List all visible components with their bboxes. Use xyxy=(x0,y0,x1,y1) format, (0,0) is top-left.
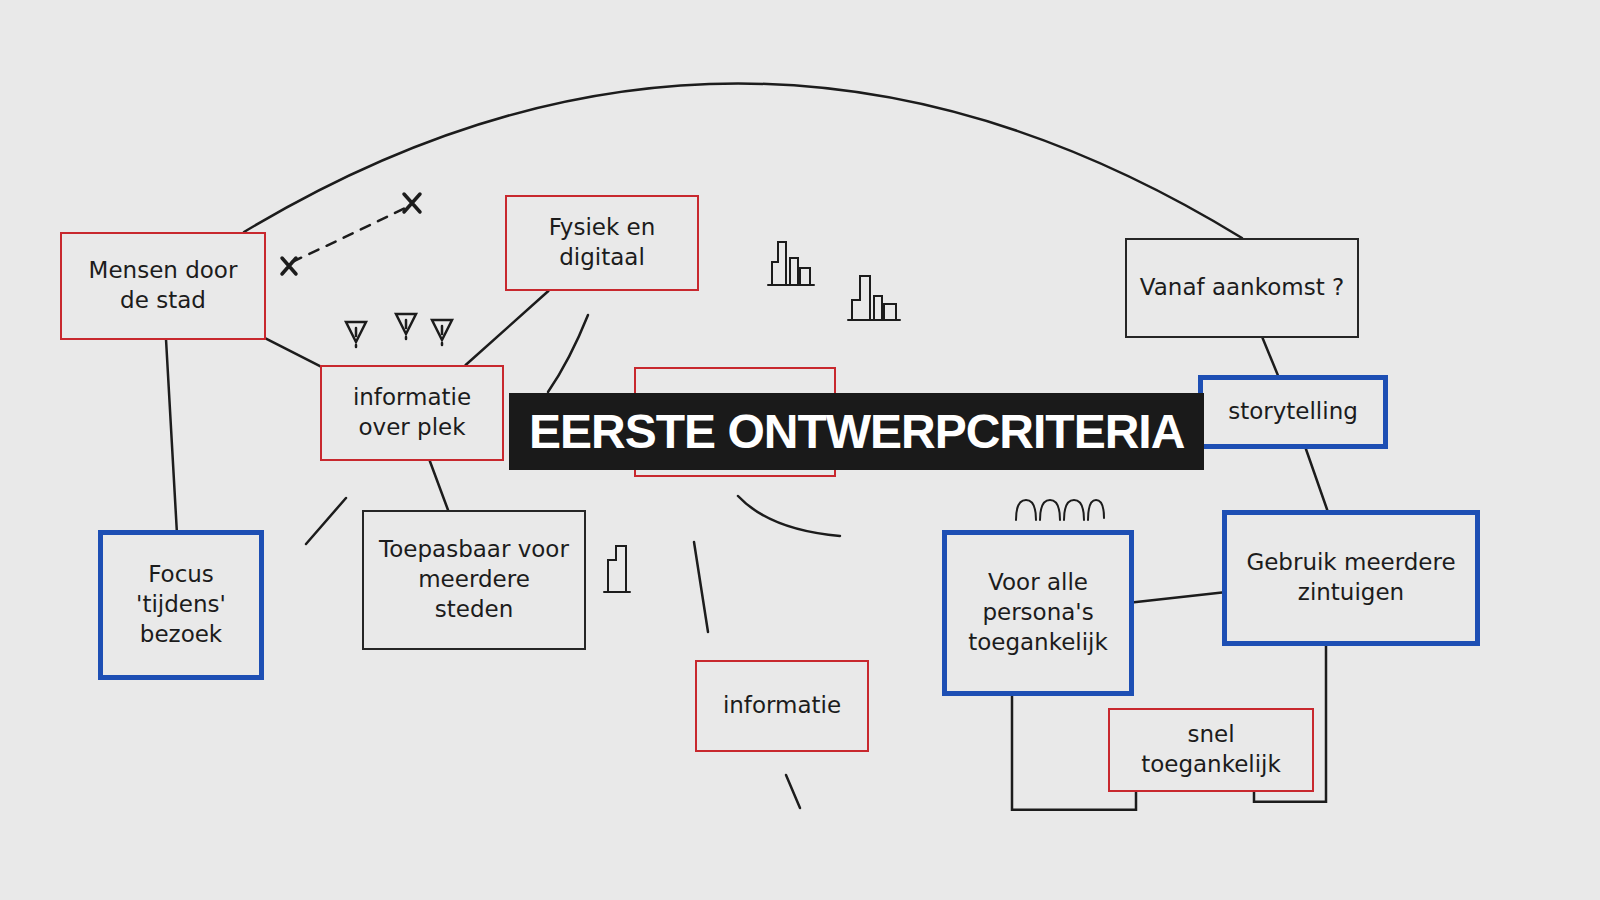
title: EERSTE ONTWERPCRITERIA xyxy=(529,404,1184,459)
sketch-line xyxy=(786,775,800,808)
blue-box: Focus 'tijdens' bezoek xyxy=(98,530,264,680)
red-box: informatie xyxy=(695,660,869,752)
box-text: Voor alle persona's toegankelijk xyxy=(959,568,1117,658)
box-text: Mensen door de stad xyxy=(74,256,252,316)
cross-mark xyxy=(282,258,296,274)
dashed-line xyxy=(292,208,405,262)
connector-line xyxy=(266,339,320,367)
blue-box: Voor alle persona's toegankelijk xyxy=(942,530,1134,696)
box-text: informatie over plek xyxy=(334,383,490,443)
sketch-line xyxy=(694,542,708,632)
warning-marks xyxy=(346,314,452,347)
red-box: Fysiek en digitaal xyxy=(505,195,699,291)
connector-line xyxy=(466,291,549,365)
black-box: Vanaf aankomst ? xyxy=(1125,238,1359,338)
sketch-line xyxy=(548,315,588,392)
connector-line xyxy=(244,83,1242,238)
connector-line xyxy=(1306,449,1327,510)
box-text: snel toegankelijk xyxy=(1122,720,1300,780)
people-doodle xyxy=(1016,500,1104,520)
box-text: Toepasbaar voor meerdere steden xyxy=(376,535,572,625)
box-text: Fysiek en digitaal xyxy=(519,213,685,273)
black-box: Toepasbaar voor meerdere steden xyxy=(362,510,586,650)
box-text: Vanaf aankomst ? xyxy=(1140,273,1344,303)
red-box: snel toegankelijk xyxy=(1108,708,1314,792)
blue-box: Gebruik meerdere zintuigen xyxy=(1222,510,1480,646)
red-box: Mensen door de stad xyxy=(60,232,266,340)
sketch-line xyxy=(306,498,346,544)
cross-mark xyxy=(404,194,420,212)
connector-line xyxy=(1263,338,1278,375)
box-text: informatie xyxy=(723,691,841,721)
blue-box: storytelling xyxy=(1198,375,1388,449)
red-box: informatie over plek xyxy=(320,365,504,461)
sketch-line xyxy=(738,496,840,536)
connector-line xyxy=(430,461,448,510)
box-text: Focus 'tijdens' bezoek xyxy=(115,560,247,650)
title-banner: EERSTE ONTWERPCRITERIA xyxy=(509,393,1204,470)
connector-line xyxy=(166,340,177,530)
box-text: Gebruik meerdere zintuigen xyxy=(1239,548,1463,608)
box-text: storytelling xyxy=(1228,397,1358,427)
connector-line xyxy=(1134,592,1222,602)
